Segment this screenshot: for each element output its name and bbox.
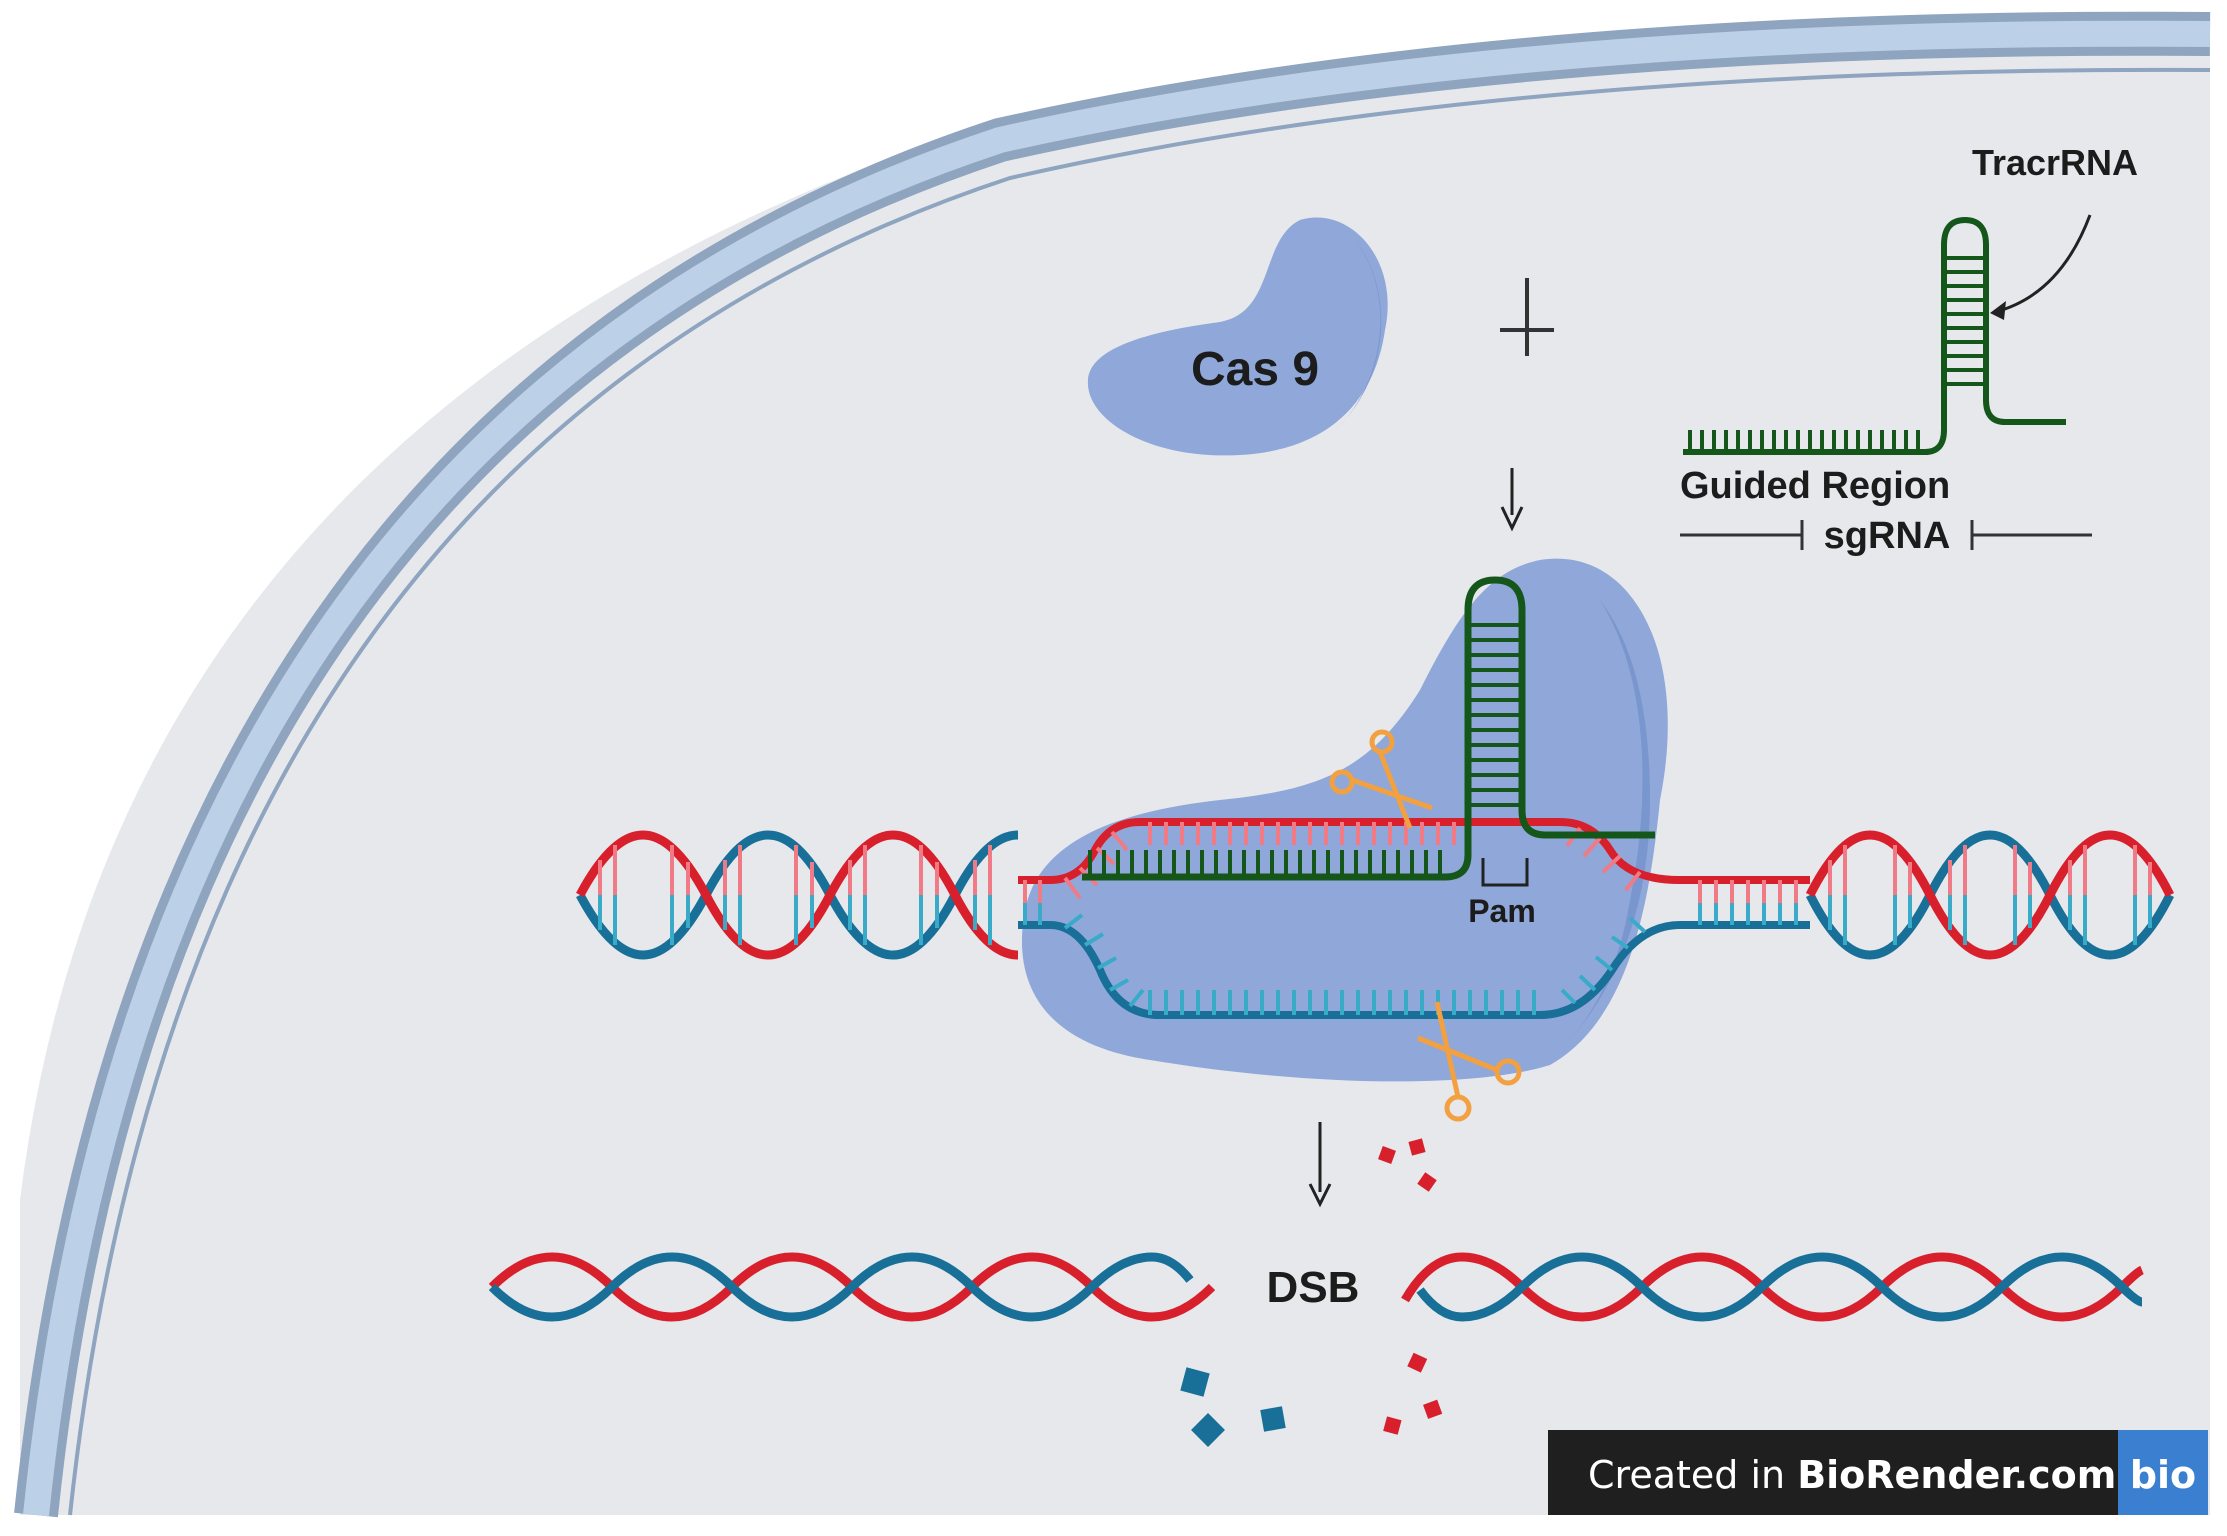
tracrrna-pointer bbox=[1994, 214, 2092, 314]
nuclear-envelope bbox=[14, 11, 2211, 1518]
dna-fragments bbox=[1180, 1138, 1443, 1447]
badge-text: Created in BioRender.com bbox=[1588, 1453, 2116, 1497]
dna-ladder-right bbox=[1680, 876, 1810, 929]
tracrrna-label: TracrRNA bbox=[1972, 142, 2138, 183]
hairpin-rungs bbox=[1944, 256, 1986, 386]
badge-prefix: Created in bbox=[1588, 1453, 1797, 1497]
biorender-badge[interactable]: Created in BioRender.com bio bbox=[1548, 1430, 2208, 1515]
pam-marker: Pam bbox=[1468, 858, 1536, 929]
sgrna-label: sgRNA bbox=[1824, 515, 1951, 557]
guided-region-rungs bbox=[1688, 430, 1920, 452]
pam-label: Pam bbox=[1468, 893, 1536, 929]
sgrna-in-complex bbox=[1082, 576, 1655, 881]
dsb-label: DSB bbox=[1267, 1263, 1360, 1312]
bio-logo: bio bbox=[2130, 1453, 2196, 1497]
arrow-down-icon-2 bbox=[1308, 1122, 1332, 1208]
guided-region-label: Guided Region bbox=[1680, 465, 1950, 507]
scissors-icon-top bbox=[1329, 729, 1433, 829]
tracrrna-arrowhead bbox=[1990, 301, 2006, 320]
arrow-down-icon bbox=[1500, 468, 1524, 532]
sgrna-span-bracket bbox=[1680, 520, 2092, 550]
sgrna-diagram: TracrRNA Guided Region sgRNA bbox=[1680, 142, 2138, 557]
dna-helix-top-right bbox=[1805, 830, 2175, 960]
cas9-protein: Cas 9 bbox=[1087, 217, 1388, 456]
hairpin-rna bbox=[1683, 216, 2066, 455]
badge-brand: BioRender.com bbox=[1797, 1453, 2116, 1497]
dna-helix-bottom-right bbox=[1401, 1252, 2145, 1322]
cas9-label: Cas 9 bbox=[1191, 343, 1319, 396]
plus-sign bbox=[1500, 278, 1554, 356]
dna-helix-bottom-left bbox=[488, 1252, 1216, 1322]
dna-ladder-left bbox=[1018, 876, 1050, 929]
dna-bubble bbox=[1049, 818, 1681, 1019]
scissors-icon-bottom bbox=[1417, 1001, 1522, 1122]
dna-helix-top-left bbox=[576, 830, 1019, 960]
